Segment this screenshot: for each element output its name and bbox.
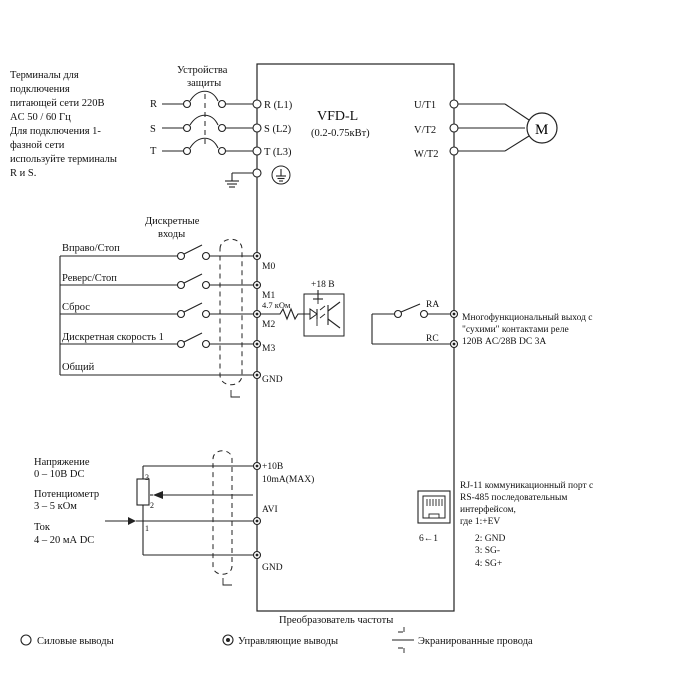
voltage-label: Напряжение	[34, 457, 90, 468]
input-t-label: T	[150, 146, 157, 157]
svg-text:Для подключения 1-: Для подключения 1-	[10, 126, 101, 137]
relay-desc-2: "сухими" контактами реле	[462, 325, 569, 335]
legend: Силовые выводы Управляющие выводы Экрани…	[20, 627, 533, 653]
switch-label-speed: Дискретная скорость 1	[62, 332, 164, 343]
motor-label: M	[535, 122, 548, 138]
ground-icon	[225, 165, 291, 188]
svg-text:2: GND: 2: GND	[475, 534, 505, 544]
terminal-m0: M0	[262, 262, 275, 272]
legend-power-icon	[20, 634, 32, 646]
terminal-gnd-analog: GND	[262, 563, 283, 573]
discrete-inputs-label: Дискретные	[145, 216, 200, 227]
common-label: Общий	[62, 362, 95, 373]
svg-text:питающей сети 220В: питающей сети 220В	[10, 98, 105, 109]
opto-supply: +18 В	[311, 280, 335, 290]
relay-rc: RC	[426, 334, 439, 344]
pot-pin3: 3	[145, 473, 149, 482]
input-s-label: S	[150, 124, 156, 135]
voltage-range: 0 – 10В DC	[34, 469, 84, 480]
switch-label-fwd: Вправо/Стоп	[62, 243, 120, 254]
terminal-u-label: U/T1	[414, 100, 436, 111]
drive-caption: Преобразователь частоты	[279, 615, 393, 626]
power-input-lines: R S T	[150, 90, 253, 157]
pot-label: Потенциометр	[34, 489, 99, 500]
terminal-u	[449, 99, 459, 109]
terminal-m2: M2	[262, 320, 275, 330]
terminal-t	[252, 146, 262, 156]
shield-analog	[212, 450, 233, 586]
svg-text:R и S.: R и S.	[10, 168, 36, 179]
protection-label: Устройства	[177, 65, 228, 76]
terminal-r	[252, 99, 262, 109]
power-note: Терминалы для подключения питающей сети …	[10, 70, 117, 179]
motor-icon	[526, 112, 558, 144]
terminal-w	[449, 146, 459, 156]
switch-label-reset: Сброс	[62, 302, 90, 313]
legend-control: Управляющие выводы	[238, 636, 338, 647]
svg-text:используйте терминалы: используйте терминалы	[10, 154, 117, 165]
terminal-m1: M1	[262, 291, 275, 301]
svg-text:подключения: подключения	[10, 84, 70, 95]
svg-text:4: SG+: 4: SG+	[475, 559, 502, 569]
discrete-inputs-label-2: входы	[158, 229, 185, 240]
protection-label-2: защиты	[187, 78, 221, 89]
legend-shielded: Экранированные провода	[418, 636, 533, 647]
terminal-t-label: T (L3)	[264, 147, 292, 158]
terminal-r-label: R (L1)	[264, 100, 293, 111]
drive-model: VFD-L	[317, 109, 358, 124]
terminal-avi: AVI	[262, 505, 278, 515]
legend-power: Силовые выводы	[37, 636, 114, 647]
terminal-v-label: V/T2	[414, 125, 436, 136]
relay-ra: RA	[426, 300, 439, 310]
pot-pin1: 1	[145, 524, 149, 533]
drive-range: (0.2-0.75кВт)	[311, 128, 370, 139]
pot-pin2: 2	[150, 501, 154, 510]
analog-terminals	[252, 461, 262, 560]
pot-range: 3 – 5 кОм	[34, 501, 77, 512]
legend-shielded-icon	[392, 627, 414, 653]
potentiometer-icon	[136, 478, 150, 506]
relay-desc-1: Многофункциональный выход с	[462, 312, 593, 323]
terminal-s-label: S (L2)	[264, 124, 292, 135]
analog-wiring	[105, 465, 253, 556]
current-label: Ток	[34, 522, 51, 533]
rj11-port-icon	[417, 490, 451, 524]
rj11-desc: RJ-11 коммуникационный порт с RS-485 пос…	[460, 480, 593, 569]
svg-text:где 1:+EV: где 1:+EV	[460, 517, 500, 527]
current-range: 4 – 20 мА DC	[34, 535, 94, 546]
discrete-switches	[59, 244, 253, 376]
input-r-label: R	[150, 99, 157, 110]
svg-text:фазной сети: фазной сети	[10, 140, 65, 151]
svg-text:RS-485 последовательным: RS-485 последовательным	[460, 493, 567, 503]
relay-desc-3: 120В AC/28В DC 3A	[462, 337, 546, 347]
terminal-v	[449, 123, 459, 133]
svg-text:Терминалы для: Терминалы для	[10, 70, 79, 81]
terminal-m3: M3	[262, 344, 275, 354]
opto-circuit: +18 В 4.7 кОм	[261, 280, 345, 337]
opto-resistor: 4.7 кОм	[262, 300, 291, 310]
motor-wires	[458, 103, 530, 152]
rj11-pins: 6←1	[419, 534, 438, 544]
shield-discrete	[219, 238, 243, 398]
relay-output	[371, 303, 459, 349]
svg-text:3: SG-: 3: SG-	[475, 546, 500, 556]
svg-text:RJ-11 коммуникационный порт с: RJ-11 коммуникационный порт с	[460, 480, 593, 491]
switch-label-rev: Реверс/Стоп	[62, 273, 117, 284]
terminal-s	[252, 123, 262, 133]
terminal-w-label: W/T2	[414, 149, 439, 160]
svg-text:интерфейсом,: интерфейсом,	[460, 504, 516, 515]
terminal-max: 10mA(MAX)	[262, 474, 314, 485]
svg-text:AC 50 / 60 Гц: AC 50 / 60 Гц	[10, 112, 71, 123]
terminal-plus10: +10В	[262, 462, 283, 472]
control-terminals	[252, 251, 262, 380]
terminal-gnd: GND	[262, 375, 283, 385]
